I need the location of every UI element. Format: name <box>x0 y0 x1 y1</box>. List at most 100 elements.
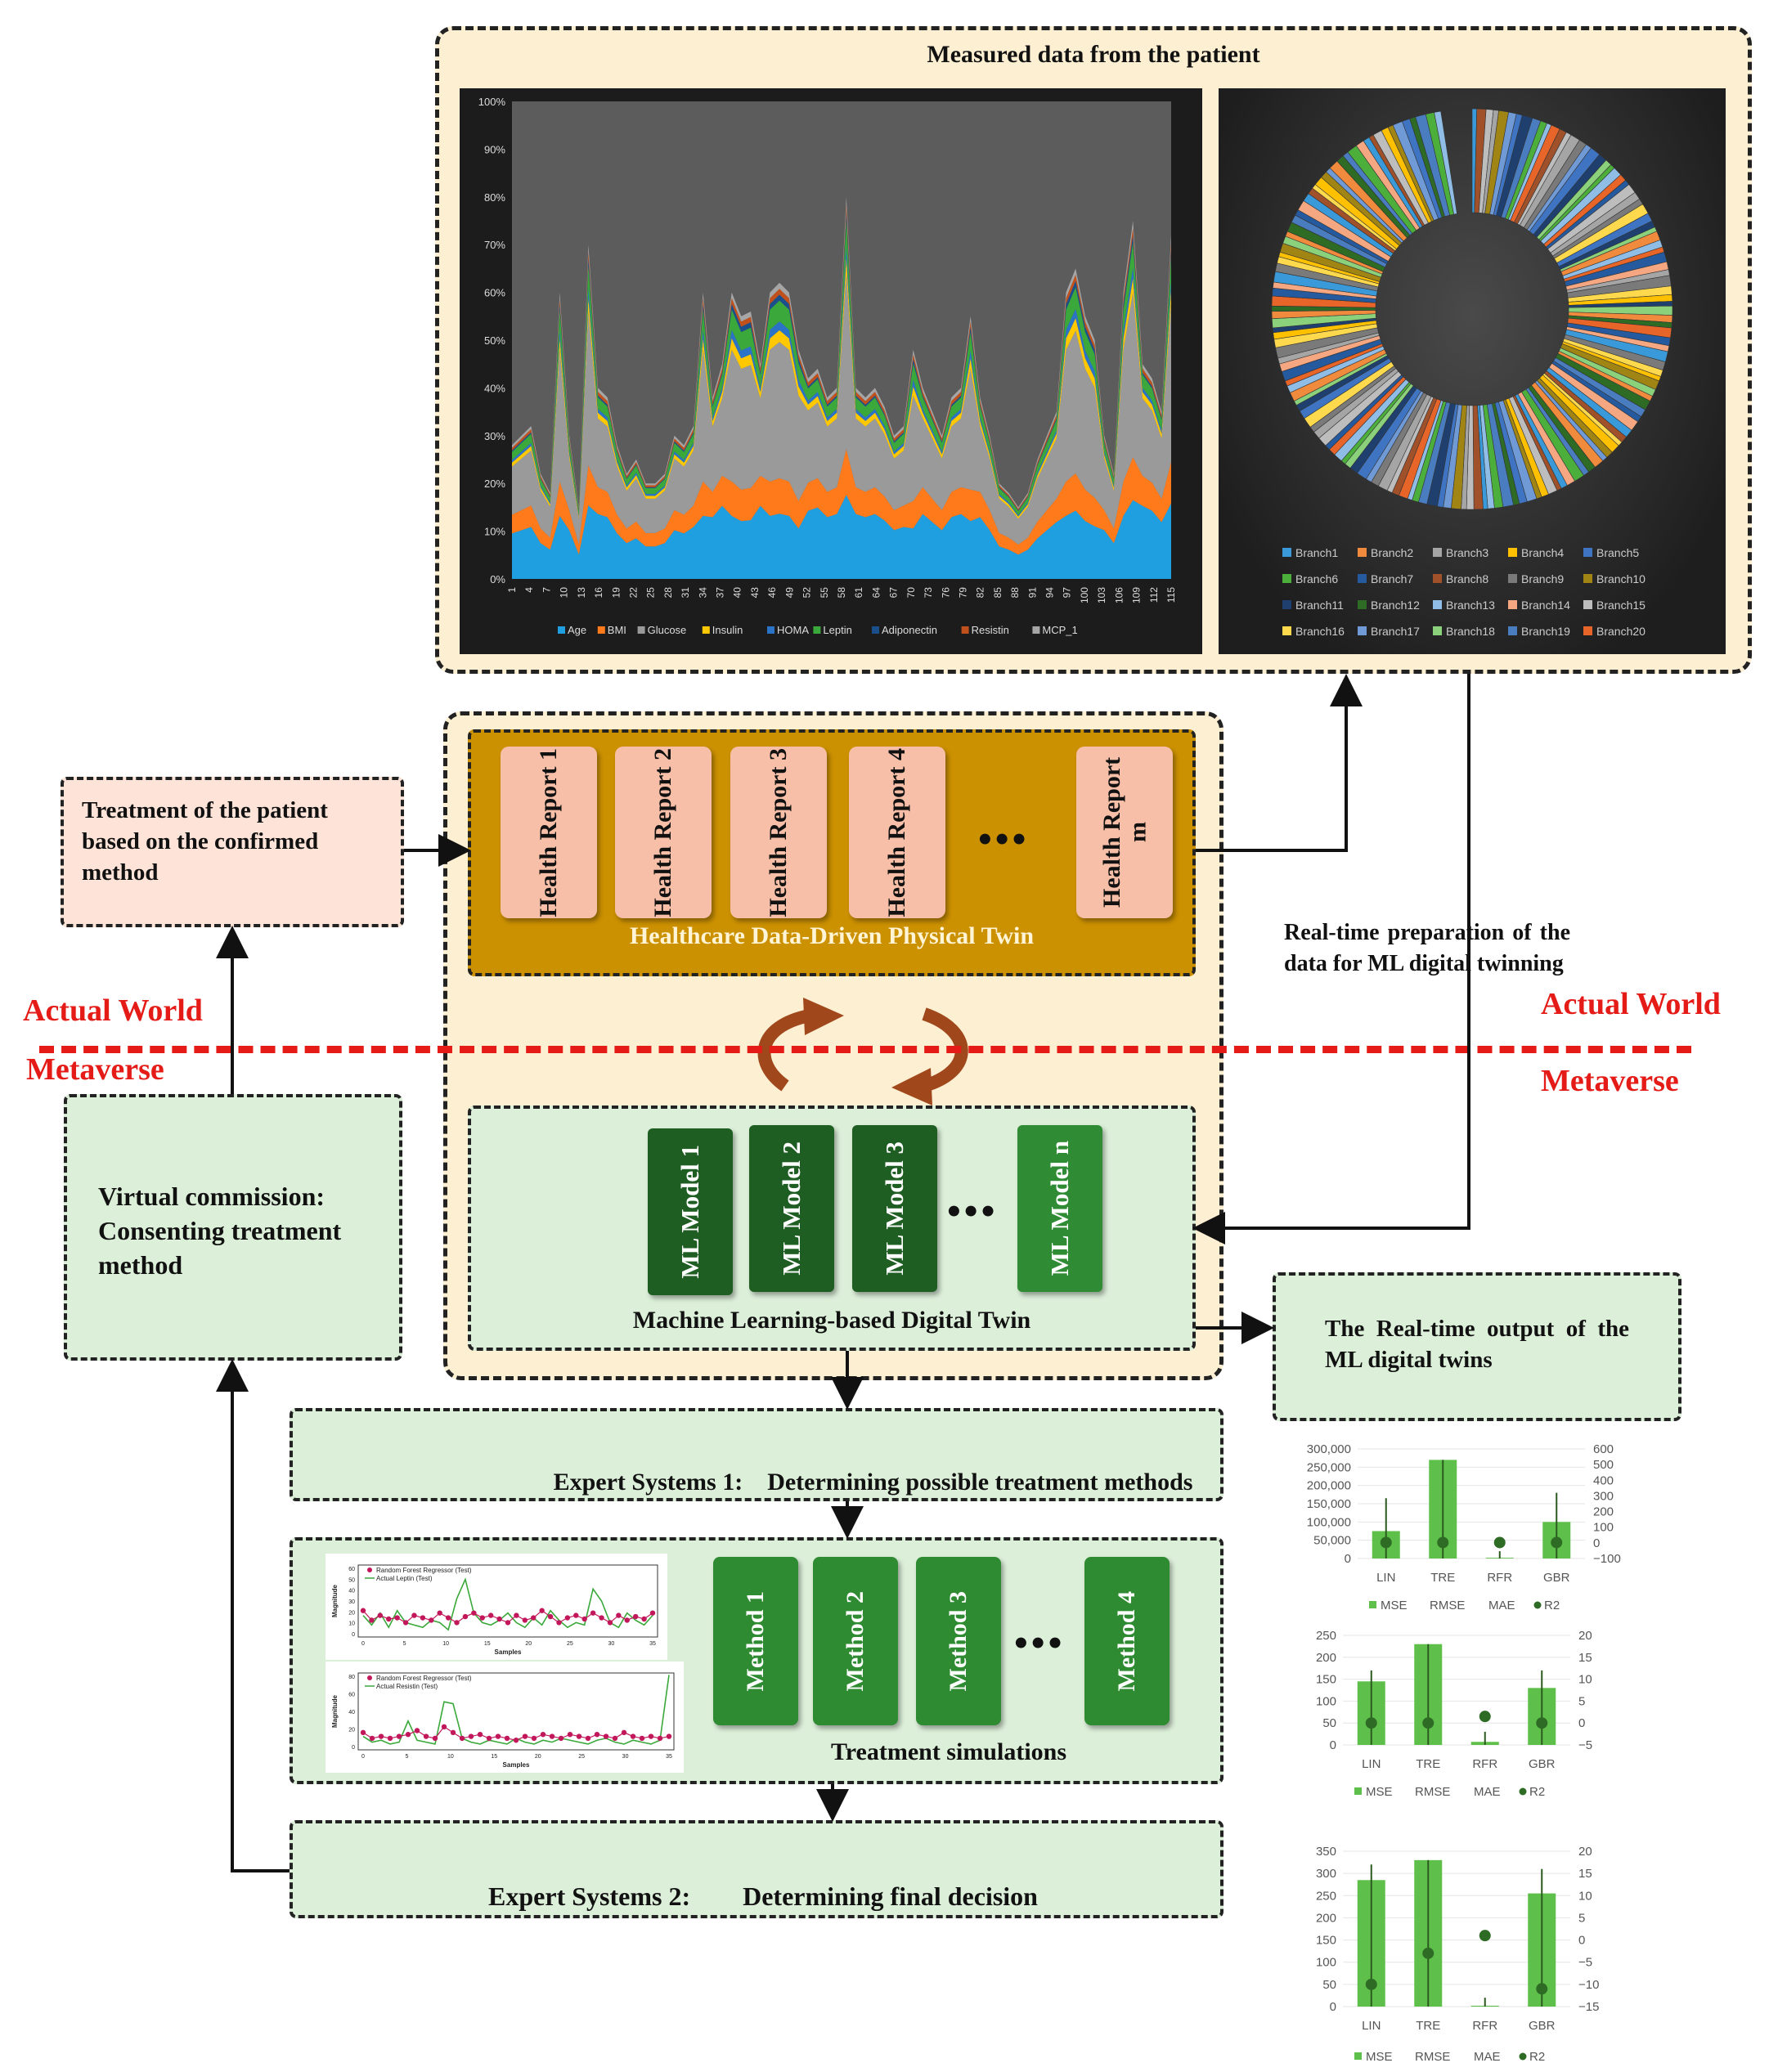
y-right-tick: 5 <box>1578 1911 1585 1925</box>
x-tick-label: LIN <box>1376 1571 1395 1585</box>
legend-swatch <box>813 626 821 634</box>
legend-swatch <box>1032 626 1040 634</box>
x-tick-label: 4 <box>523 587 535 593</box>
y-tick-label: 0% <box>490 573 505 585</box>
y-right-tick: 0 <box>1593 1536 1600 1550</box>
commission-text: Virtual commission: Consenting treatment… <box>98 1182 342 1280</box>
x-tick-label: 73 <box>923 587 934 599</box>
predicted-point <box>360 1729 366 1736</box>
predicted-point <box>657 1735 663 1742</box>
y-tick-label: 20 <box>348 1610 355 1616</box>
commission-box: Virtual commission: Consenting treatment… <box>64 1094 402 1361</box>
legend-label: MSE <box>1366 2050 1393 2064</box>
legend-swatch <box>1369 1601 1376 1608</box>
metaverse-label-right: Metaverse <box>1541 1064 1679 1098</box>
predicted-point <box>487 1612 494 1618</box>
x-tick-label: 76 <box>940 587 951 599</box>
legend-swatch <box>1519 2052 1527 2061</box>
r2-point <box>1437 1536 1449 1549</box>
x-tick-label: 20 <box>535 1754 541 1760</box>
predicted-point <box>445 1615 451 1621</box>
predicted-point <box>462 1613 469 1620</box>
predicted-point <box>386 1616 392 1622</box>
legend-label: HOMA <box>777 624 809 636</box>
output-text: The Real-time output of the ML digital t… <box>1325 1316 1629 1373</box>
predicted-point <box>471 1610 477 1616</box>
area-series-age <box>512 495 1171 579</box>
y-tick-label: 20 <box>348 1728 355 1733</box>
x-tick-label: 43 <box>749 587 761 599</box>
legend-label: Branch3 <box>1446 546 1488 559</box>
x-tick-label: 19 <box>610 587 622 599</box>
y-tick-label: 90% <box>484 143 505 155</box>
y-right-tick: 20 <box>1578 1845 1592 1859</box>
y-tick-label: 80 <box>348 1675 355 1680</box>
ml-model-3: ML Model 3 <box>852 1125 937 1292</box>
legend-label: Random Forest Regressor (Test) <box>376 1567 472 1574</box>
method-3: Method 3 <box>916 1557 1001 1725</box>
predicted-point <box>454 1620 460 1626</box>
legend-marker <box>367 1675 372 1680</box>
predicted-point <box>573 1612 579 1618</box>
y-axis-label: Magnitude <box>331 1584 339 1617</box>
x-tick-label: 22 <box>627 587 639 599</box>
x-tick-label: 64 <box>870 587 882 599</box>
x-tick-label: 7 <box>541 587 552 593</box>
legend-label: Branch19 <box>1521 625 1570 638</box>
y-tick-label: 30 <box>348 1599 355 1605</box>
y-right-tick: 200 <box>1593 1505 1614 1519</box>
predicted-point <box>468 1733 474 1739</box>
output-box: The Real-time output of the ML digital t… <box>1273 1272 1681 1421</box>
legend-label: R2 <box>1529 2050 1545 2064</box>
area-series-glucose <box>512 273 1171 545</box>
r2-point <box>1380 1536 1392 1549</box>
y-right-tick: 0 <box>1578 1934 1585 1948</box>
predicted-point <box>479 1615 485 1621</box>
method-1: Method 1 <box>713 1557 798 1725</box>
method-2: Method 2 <box>813 1557 898 1725</box>
r2-point <box>1536 1983 1548 1995</box>
y-right-tick: 300 <box>1593 1489 1614 1503</box>
legend-swatch <box>1433 626 1442 635</box>
legend-label: Actual Resistin (Test) <box>376 1683 438 1690</box>
mini-plot-leptin: Random Forest Regressor (Test)Actual Lep… <box>326 1554 667 1660</box>
y-right-tick: 15 <box>1578 1867 1592 1881</box>
y-tick-label: 10% <box>484 526 505 538</box>
x-tick-label: 85 <box>992 587 1003 599</box>
predicted-point <box>405 1732 411 1738</box>
methods-ellipsis: ••• <box>1014 1621 1066 1665</box>
x-axis-label: Samples <box>495 1648 522 1656</box>
legend-label: Branch13 <box>1446 599 1495 612</box>
y-left-tick: 100 <box>1316 1956 1336 1970</box>
x-tick-label: RFR <box>1472 2019 1497 2033</box>
predicted-point <box>630 1733 636 1739</box>
legend-label: Branch20 <box>1596 625 1646 638</box>
predicted-point <box>495 1733 501 1739</box>
predicted-point <box>369 1735 375 1742</box>
y-right-tick: 500 <box>1593 1458 1614 1472</box>
legend-swatch <box>1433 548 1442 557</box>
legend-swatch <box>1358 548 1367 557</box>
r2-point <box>1365 1717 1377 1729</box>
y-tick-label: 30% <box>484 430 505 442</box>
predicted-point <box>666 1733 672 1739</box>
expert-system-2-box: Expert Systems 2: Determining final deci… <box>290 1820 1223 1918</box>
actual-line <box>362 1577 653 1631</box>
legend-label: Branch14 <box>1521 599 1570 612</box>
predicted-point <box>564 1615 571 1621</box>
predicted-point <box>441 1724 447 1729</box>
legend-label: Branch2 <box>1371 546 1413 559</box>
y-left-tick: 250 <box>1316 1629 1336 1643</box>
legend-label: R2 <box>1529 1785 1545 1799</box>
legend-label: Branch18 <box>1446 625 1495 638</box>
legend-label: RMSE <box>1415 1785 1450 1799</box>
y-tick-label: 60 <box>348 1693 355 1698</box>
legend-label: Branch12 <box>1371 599 1420 612</box>
predicted-point <box>504 1735 510 1742</box>
predicted-point <box>641 1616 647 1622</box>
y-right-tick: −100 <box>1593 1552 1621 1566</box>
legend-label: Branch5 <box>1596 546 1639 559</box>
x-tick-label: 20 <box>525 1641 532 1647</box>
x-tick-label: 15 <box>491 1754 497 1760</box>
legend-swatch <box>1358 600 1367 609</box>
